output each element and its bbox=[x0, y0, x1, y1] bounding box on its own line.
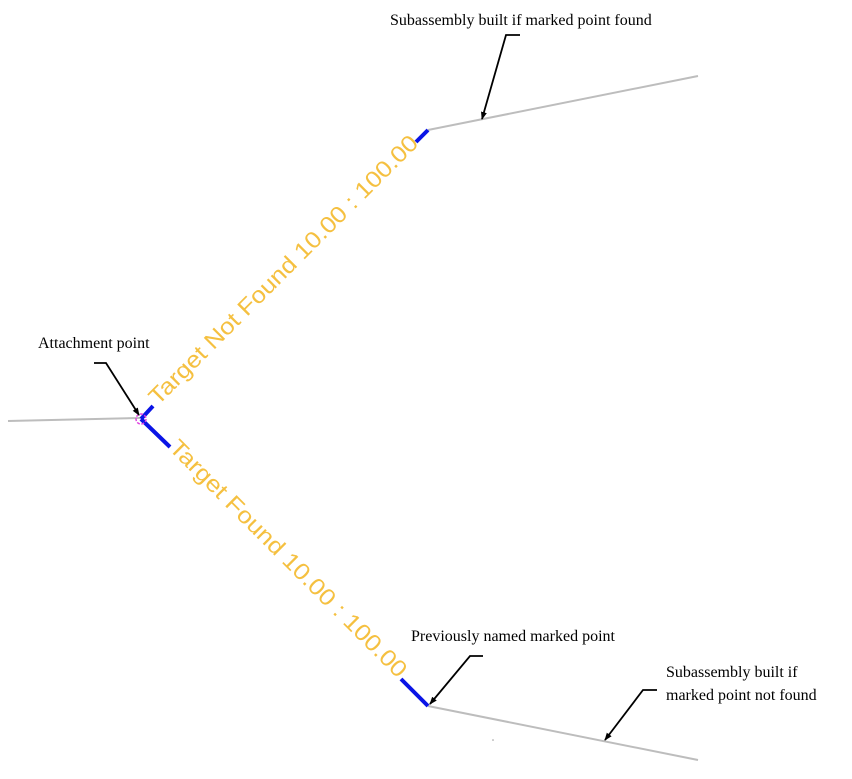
lower-subassembly-line bbox=[427, 705, 699, 761]
target-found-label: Target Found 10.00 : 100.00 bbox=[164, 434, 412, 682]
blue-segment-up-start bbox=[139, 404, 155, 421]
incoming-gray-line bbox=[7, 417, 141, 422]
callout-attachment-point: Attachment point bbox=[38, 335, 150, 352]
callout-found-branch: Subassembly built if marked point found bbox=[390, 12, 652, 29]
blue-segment-down-end bbox=[399, 677, 430, 708]
attachment-point-marker bbox=[135, 413, 147, 425]
leader-found-branch bbox=[481, 34, 520, 120]
leader-attachment bbox=[94, 362, 140, 416]
target-not-found-label: Target Not Found 10.00 : 100.00 bbox=[143, 130, 423, 410]
callout-not-found-line2: marked point not found bbox=[666, 687, 817, 704]
stray-dot bbox=[492, 739, 494, 741]
upper-subassembly-line bbox=[427, 75, 699, 131]
blue-segment-down-start bbox=[139, 417, 172, 449]
callout-not-found-line1: Subassembly built if bbox=[666, 664, 798, 681]
callout-previously-named: Previously named marked point bbox=[411, 628, 616, 645]
blue-segment-up-end bbox=[414, 128, 430, 144]
leader-previously-named bbox=[429, 655, 483, 705]
leader-not-found-branch bbox=[604, 689, 657, 741]
